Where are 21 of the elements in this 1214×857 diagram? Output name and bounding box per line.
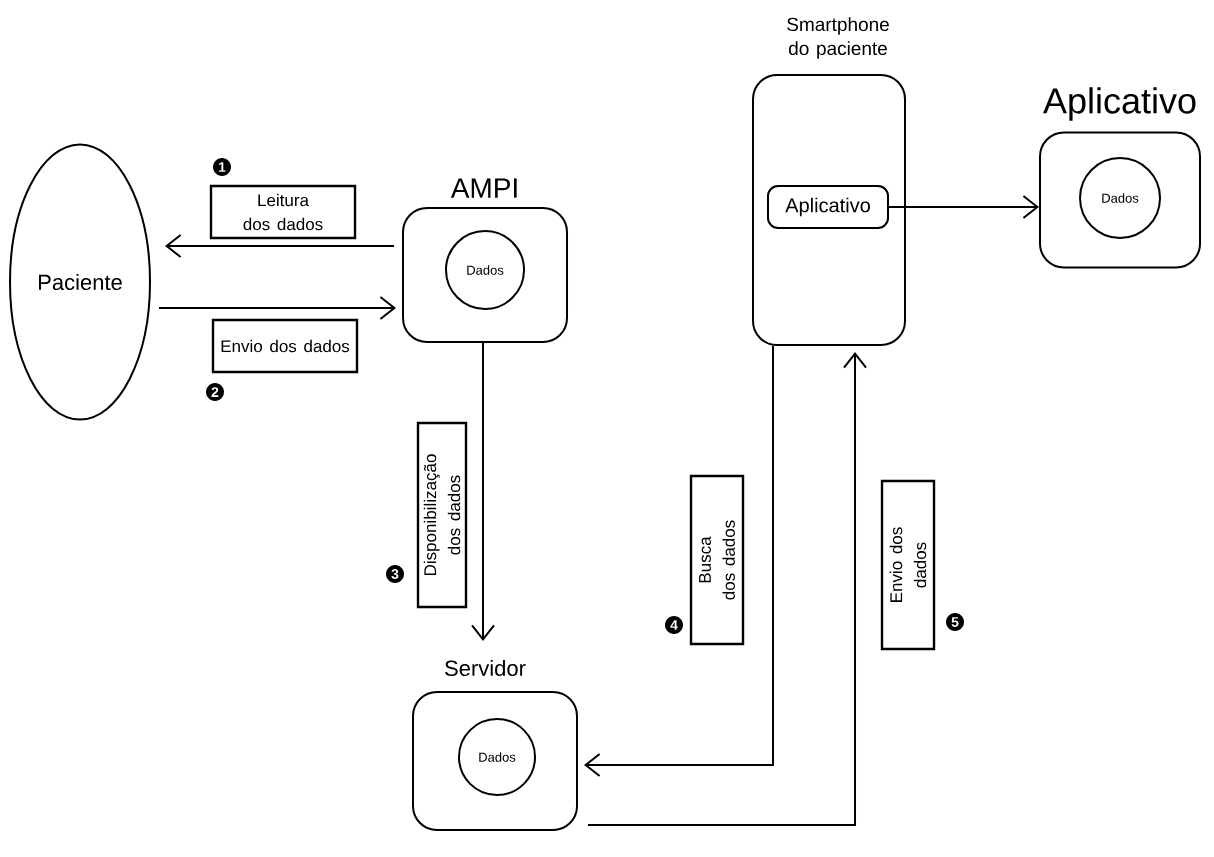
arrow xyxy=(165,234,395,258)
callout-number: 4 xyxy=(665,616,683,634)
callout-number: 1 xyxy=(213,158,231,176)
box-heading: Servidor xyxy=(445,659,526,677)
box-heading: Aplicativo xyxy=(1043,87,1196,121)
box-heading: Smartphone do paciente xyxy=(787,17,889,59)
arrow xyxy=(158,296,396,320)
box-heading: AMPI xyxy=(450,178,517,198)
callout-number: 5 xyxy=(946,613,964,631)
arrow xyxy=(587,352,867,826)
edge-label: Envio dos dados xyxy=(880,479,936,651)
arrow xyxy=(471,342,495,641)
app-box: Aplicativo xyxy=(767,185,889,229)
edge-label: Envio dos dados xyxy=(211,318,359,374)
arrow xyxy=(584,345,774,777)
arrow xyxy=(888,195,1039,219)
edge-label: Busca dos dados xyxy=(689,474,745,646)
callout-number: 3 xyxy=(386,565,404,583)
edge-label: Leitura dos dados xyxy=(209,184,357,240)
callout-number: 2 xyxy=(206,383,224,401)
edge-label: Disponibilização dos dados xyxy=(416,421,468,609)
